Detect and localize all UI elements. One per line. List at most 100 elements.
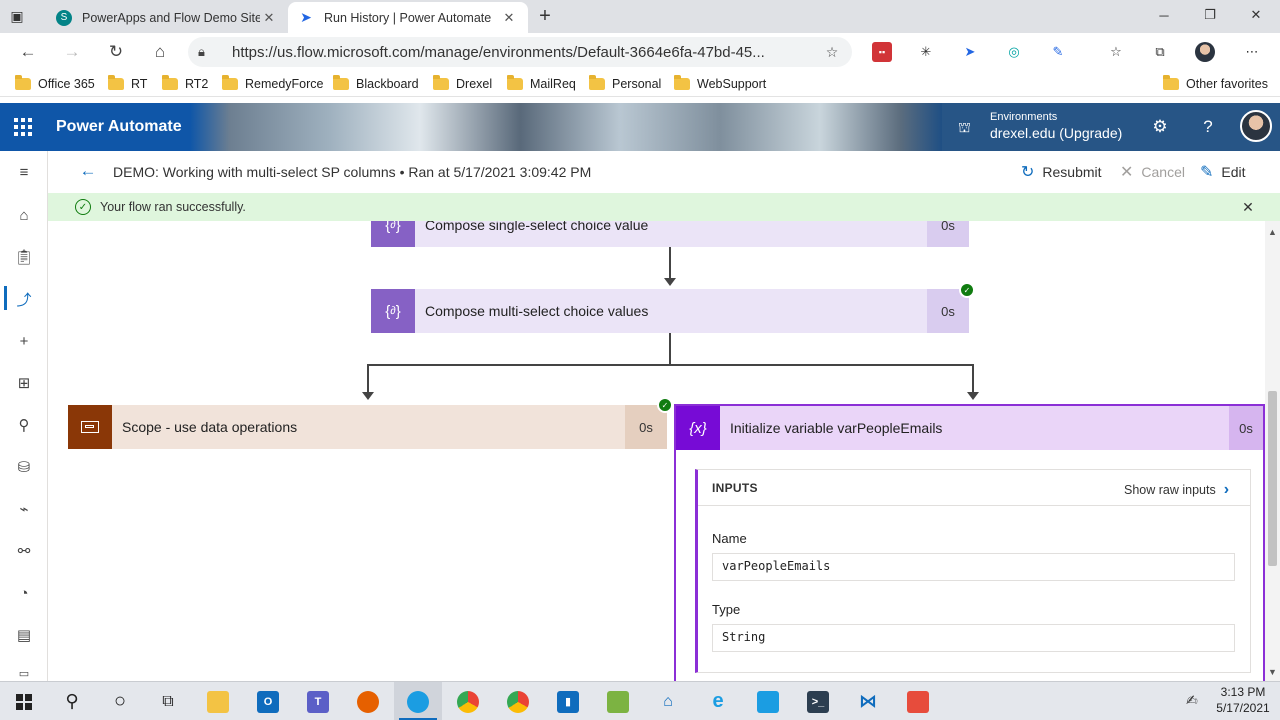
nav-create-icon[interactable]: + (19, 332, 29, 350)
pen-ext-icon[interactable]: ✎ (1052, 44, 1064, 59)
step-duration: 0s (625, 405, 667, 449)
address-bar[interactable]: 🔒︎ https://us.flow.microsoft.com/manage/… (188, 37, 852, 67)
teams-icon[interactable]: T (294, 682, 342, 720)
chrome-icon[interactable] (444, 682, 492, 720)
type-value[interactable]: String (712, 624, 1235, 652)
cursor-ext-icon[interactable]: ✳ (920, 44, 932, 59)
connector-line (367, 364, 369, 392)
power-automate-ext-icon[interactable]: ➤ (964, 44, 976, 59)
cortana-icon[interactable]: ○ (113, 690, 127, 712)
help-icon[interactable]: ? (1203, 117, 1213, 136)
nav-learn-icon[interactable]: ▭ (18, 667, 30, 680)
favorite-rt[interactable]: RT (108, 75, 147, 93)
powershell-icon[interactable]: >_ (794, 682, 842, 720)
canvas-scrollbar[interactable]: ▲ ▼ (1265, 221, 1280, 681)
more-icon[interactable]: ⋯ (1245, 44, 1259, 59)
circle-ext-icon[interactable]: ◎ (1008, 44, 1020, 59)
app-launcher-icon[interactable] (14, 118, 32, 136)
favorite-rt2[interactable]: RT2 (162, 75, 208, 93)
internet-explorer-icon[interactable]: e (694, 682, 742, 720)
favorite-remedyforce[interactable]: RemedyForce (222, 75, 324, 93)
search-icon[interactable]: ⚲ (65, 691, 79, 711)
tab-run-history[interactable]: ➤ Run History | Power Automate ✕ (288, 2, 528, 33)
cancel-button[interactable]: ✕ Cancel (1120, 164, 1185, 181)
environment-name[interactable]: drexel.edu (Upgrade) (990, 125, 1123, 141)
name-value[interactable]: varPeopleEmails (712, 553, 1235, 581)
minimize-button[interactable]: ─ (1159, 7, 1169, 23)
back-icon[interactable]: ← (19, 42, 37, 61)
favorite-drexel[interactable]: Drexel (433, 75, 492, 93)
scroll-up-icon[interactable]: ▲ (1268, 227, 1277, 237)
system-clock[interactable]: 3:13 PM 5/17/2021 (1210, 684, 1276, 716)
azure-storage-icon[interactable] (744, 682, 792, 720)
step-label: Compose multi-select choice values (425, 303, 649, 319)
outlook-icon[interactable]: O (244, 682, 292, 720)
nav-ai-builder-icon[interactable]: ⚯ (17, 543, 31, 560)
remote-desktop-icon[interactable]: ⌂ (644, 682, 692, 720)
home-icon[interactable]: ⌂ (154, 42, 166, 61)
favorite-mailreq[interactable]: MailReq (507, 75, 576, 93)
nav-data-icon[interactable]: ⛁ (17, 459, 31, 476)
refresh-icon[interactable]: ↻ (108, 42, 124, 61)
vscode-icon[interactable]: ⋈ (857, 690, 879, 713)
edit-button[interactable]: ✎ Edit (1200, 164, 1246, 181)
resubmit-button[interactable]: ↻ Resubmit (1021, 164, 1102, 181)
app-name[interactable]: Power Automate (56, 118, 182, 135)
show-raw-inputs-link[interactable]: Show raw inputs › (1124, 481, 1230, 498)
favorite-office-365[interactable]: Office 365 (15, 75, 95, 93)
command-bar (48, 151, 1280, 193)
favorite-blackboard[interactable]: Blackboard (333, 75, 419, 93)
add-favorite-icon[interactable]: ☆ (825, 43, 839, 60)
snagit-icon[interactable] (894, 682, 942, 720)
nav-solutions-icon[interactable]: ▤ (16, 627, 32, 644)
step-compose-multi[interactable]: {∂} Compose multi-select choice values 0… (371, 289, 969, 333)
other-favorites[interactable]: Other favorites (1163, 75, 1268, 93)
contacts-icon[interactable]: ▮ (544, 682, 592, 720)
lock-icon[interactable]: 🔒︎ (198, 44, 205, 59)
scrollbar-thumb[interactable] (1268, 391, 1277, 566)
url-text[interactable]: https://us.flow.microsoft.com/manage/env… (232, 43, 765, 61)
file-explorer-icon[interactable] (194, 682, 242, 720)
notepad-icon[interactable] (594, 682, 642, 720)
environment-picker[interactable] (942, 103, 1280, 151)
new-tab-button[interactable]: + (539, 5, 551, 27)
nav-action-items-icon[interactable]: 📋︎ (14, 249, 34, 266)
favorite-websupport[interactable]: WebSupport (674, 75, 766, 93)
dismiss-banner-icon[interactable]: ✕ (1242, 198, 1254, 215)
back-arrow-icon[interactable]: ← (79, 161, 97, 180)
task-view-icon[interactable]: ⧉ (162, 692, 174, 710)
step-initialize-variable[interactable]: {x} Initialize variable varPeopleEmails … (676, 406, 1263, 450)
tab-actions-icon[interactable]: ▣ (10, 7, 24, 24)
calendar-ext-icon[interactable]: ▪▪ (872, 42, 892, 62)
success-check-icon: ✓ (959, 282, 975, 298)
nav-collapse-icon[interactable]: ≡ (19, 163, 29, 181)
step-compose-single[interactable]: {∂} Compose single-select choice value 0… (371, 221, 969, 247)
chrome-profile-icon[interactable] (494, 682, 542, 720)
close-icon[interactable]: ✕ (503, 9, 515, 25)
scroll-down-icon[interactable]: ▼ (1268, 667, 1277, 677)
settings-gear-icon[interactable]: ⚙ (1152, 117, 1168, 136)
step-label: Initialize variable varPeopleEmails (730, 420, 943, 436)
step-duration: 0s (927, 221, 969, 247)
profile-avatar[interactable] (1195, 42, 1215, 62)
nav-monitor-icon[interactable]: ⌁ (19, 501, 29, 518)
window-close-button[interactable]: ✕ (1250, 7, 1262, 22)
close-icon[interactable]: ✕ (263, 9, 275, 25)
step-scope[interactable]: Scope - use data operations 0s (68, 405, 667, 449)
nav-home-icon[interactable]: ⌂ (19, 206, 29, 224)
nav-templates-icon[interactable]: ⊞ (17, 375, 31, 392)
favorites-icon[interactable]: ☆ (1110, 44, 1122, 59)
nav-process-advisor-icon[interactable]: ◔ (19, 584, 29, 602)
pen-tray-icon[interactable]: ✍ (1186, 692, 1198, 708)
start-windows-icon[interactable] (0, 682, 48, 720)
nav-my-flows-icon[interactable]: ⤴ (16, 291, 32, 309)
nav-connectors-icon[interactable]: ⚲ (18, 417, 30, 434)
collections-icon[interactable]: ⧉ (1155, 44, 1165, 59)
favorite-personal[interactable]: Personal (589, 75, 661, 93)
edge-icon[interactable] (394, 682, 442, 720)
restore-button[interactable]: ❐ (1204, 7, 1216, 22)
tab-powerapps-demo[interactable]: S PowerApps and Flow Demo Site ✕ (46, 2, 288, 33)
firefox-icon[interactable] (344, 682, 392, 720)
forward-icon[interactable]: → (63, 42, 81, 61)
user-avatar[interactable] (1240, 110, 1272, 142)
